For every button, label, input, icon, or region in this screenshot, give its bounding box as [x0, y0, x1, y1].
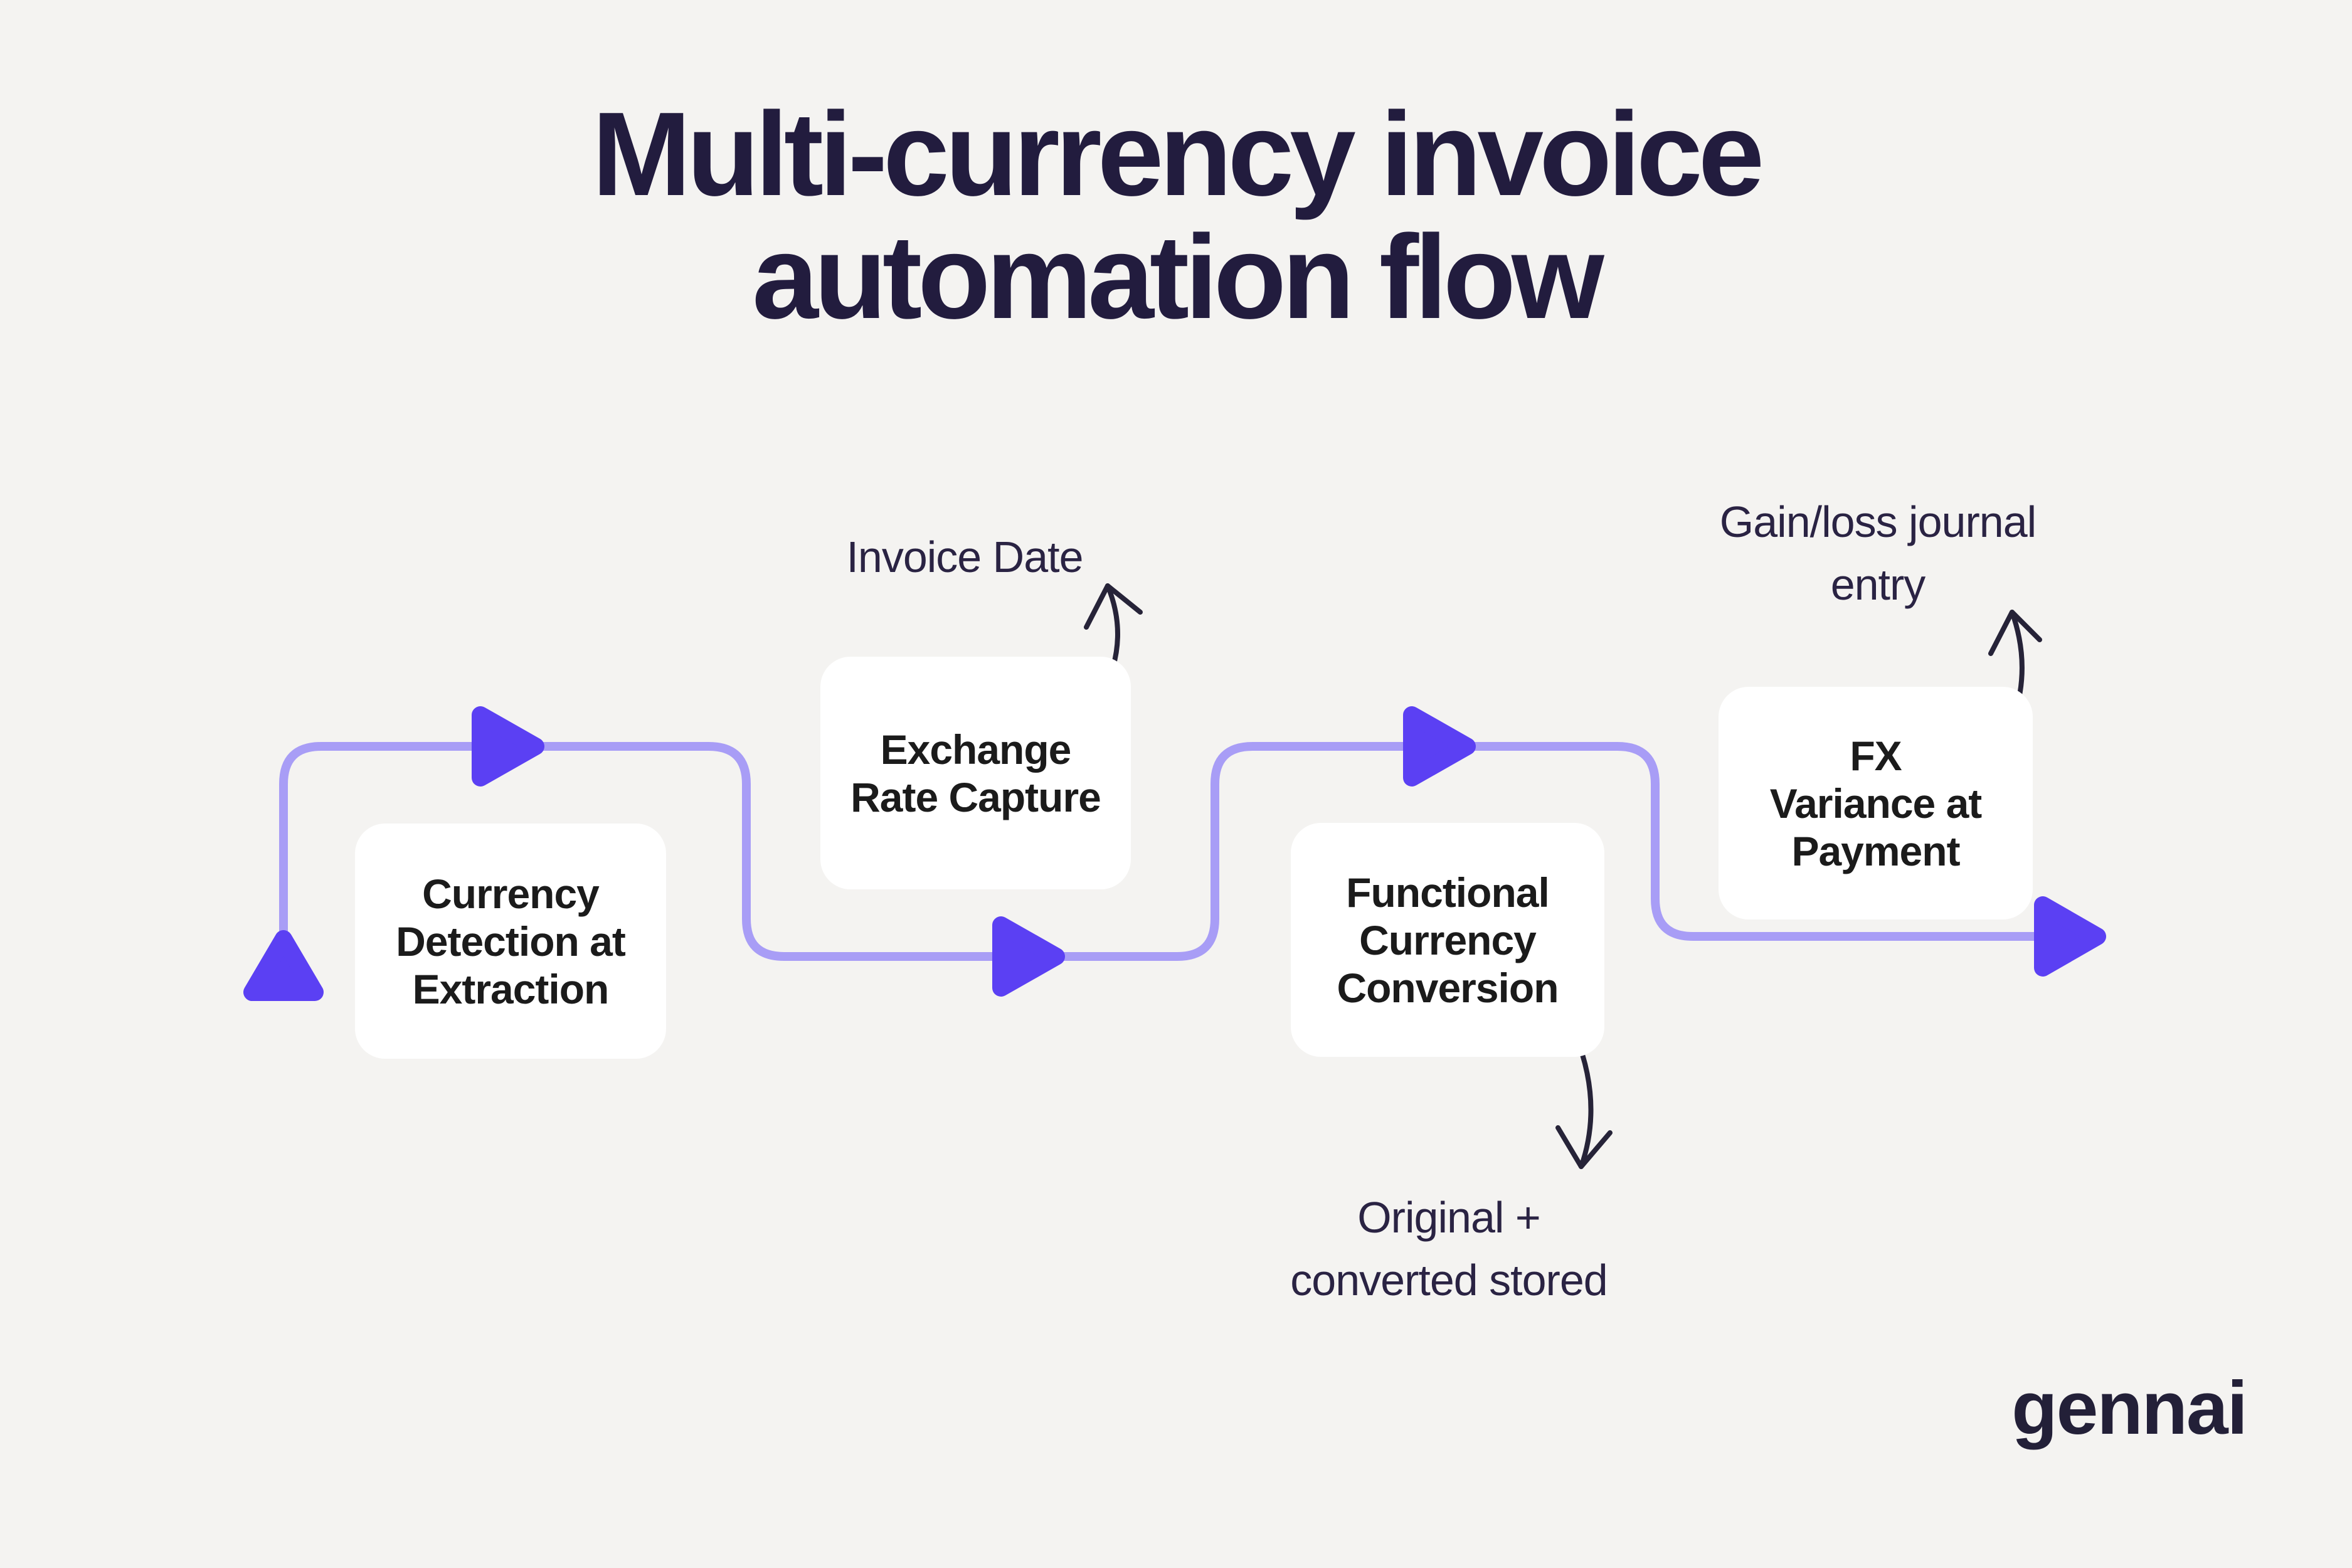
step-label-line: FX [1850, 732, 1902, 779]
step-label-line: Payment [1791, 827, 1960, 874]
page-title-line-2: automation flow [752, 211, 1604, 344]
triangle-right-icon [472, 706, 544, 787]
annotation-line: Gain/loss journal [1719, 497, 2037, 546]
flow-step-currency-detection: Currency Detection at Extraction [355, 824, 666, 1059]
annotation-line: Original + [1357, 1193, 1541, 1242]
page-title-line-1: Multi-currency invoice [591, 88, 1765, 221]
annotation-line: converted stored [1290, 1256, 1608, 1305]
annotation-original-converted-stored: Original + converted stored [1198, 1186, 1700, 1311]
step-label-line: Variance at [1769, 780, 1983, 827]
annotation-line: Invoice Date [846, 532, 1083, 581]
connector-path [279, 742, 2044, 961]
annotation-line: entry [1830, 560, 1926, 609]
step-label-line: Currency [1359, 916, 1537, 963]
page-title: Multi-currency invoice automation flow [0, 93, 2352, 339]
step-label-line: Exchange [880, 726, 1072, 773]
flow-step-fx-variance-at-payment: FX Variance at Payment [1719, 687, 2033, 919]
triangle-right-icon [2034, 896, 2106, 977]
triangle-right-icon [992, 916, 1065, 997]
step-label-line: Extraction [412, 965, 610, 1012]
triangle-right-icon [1403, 706, 1476, 787]
flow-step-exchange-rate-capture: Exchange Rate Capture [820, 657, 1131, 889]
annotation-invoice-date: Invoice Date [745, 526, 1184, 588]
step-label-line: Functional [1346, 869, 1550, 916]
step-label-line: Currency [422, 870, 600, 917]
flow-step-functional-currency-conversion: Functional Currency Conversion [1291, 823, 1604, 1057]
brand-logo: gennai [2011, 1366, 2248, 1450]
step-label-line: Rate Capture [850, 773, 1101, 820]
annotation-gain-loss-journal-entry: Gain/loss journal entry [1627, 490, 2129, 616]
triangle-up-icon [243, 930, 324, 1001]
step-label-line: Detection at [396, 918, 626, 965]
step-label-line: Conversion [1337, 964, 1559, 1011]
